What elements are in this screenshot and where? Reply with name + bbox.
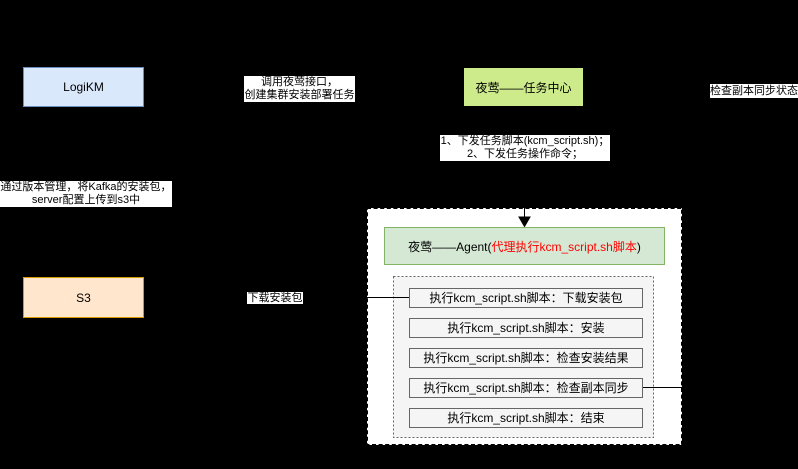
edge-label-download: 下载安装包 [247,291,303,304]
edge-label-call-api-line1: 调用夜莺接口， [261,76,338,88]
edge-label-call-api: 调用夜莺接口， 创建集群安装部署任务 [244,76,355,102]
node-step-install-label: 执行kcm_script.sh脚本：安装 [447,321,605,335]
node-logikm-label: LogiKM [63,80,104,94]
node-logikm[interactable]: LogiKM [23,67,144,107]
edge-label-download-text: 下载安装包 [247,291,303,304]
edge-label-dispatch: 1、下发任务脚本(kcm_script.sh)； 2、下发任务操作命令； [440,135,610,161]
node-step-finish[interactable]: 执行kcm_script.sh脚本：结束 [409,407,643,428]
node-step-finish-label: 执行kcm_script.sh脚本：结束 [447,411,605,425]
edge-label-version-line1: 通过版本管理，将Kafka的安装包， [0,181,172,193]
node-agent-label-highlight: 代理执行kcm_script.sh脚本 [491,239,637,254]
connector-step4-logikm [144,87,711,388]
node-s3[interactable]: S3 [23,277,144,318]
node-step-check-sync-label: 执行kcm_script.sh脚本：检查副本同步 [423,381,629,395]
node-agent[interactable]: 夜莺——Agent(代理执行kcm_script.sh脚本) [384,227,665,265]
node-step-download[interactable]: 执行kcm_script.sh脚本：下载安装包 [409,287,643,308]
edge-label-version: 通过版本管理，将Kafka的安装包， server配置上传到s3中 [0,181,172,207]
node-agent-label-prefix: 夜莺——Agent( [408,239,492,254]
edge-label-check-sync-text: 检查副本同步状态 [710,85,798,97]
node-step-install[interactable]: 执行kcm_script.sh脚本：安装 [409,317,643,338]
node-task-center-label: 夜莺——任务中心 [475,80,572,95]
node-step-check-install-label: 执行kcm_script.sh脚本：检查安装结果 [423,351,629,365]
node-step-download-label: 执行kcm_script.sh脚本：下载安装包 [429,291,623,305]
node-step-check-sync[interactable]: 执行kcm_script.sh脚本：检查副本同步 [409,377,643,398]
node-agent-label-suffix: ) [636,239,641,254]
edge-label-version-line2: server配置上传到s3中 [31,194,141,206]
node-s3-label: S3 [76,290,91,305]
arrowhead-down-icon [518,216,531,228]
edge-label-call-api-line2: 创建集群安装部署任务 [244,89,355,101]
edge-label-dispatch-line1: 1、下发任务脚本(kcm_script.sh)； [440,135,610,147]
edge-label-check-sync: 检查副本同步状态 [710,84,798,98]
edge-label-dispatch-line2: 2、下发任务操作命令； [466,148,584,160]
node-agent-label: 夜莺——Agent(代理执行kcm_script.sh脚本) [408,238,641,255]
node-task-center[interactable]: 夜莺——任务中心 [463,67,584,107]
node-step-check-install[interactable]: 执行kcm_script.sh脚本：检查安装结果 [409,347,643,368]
